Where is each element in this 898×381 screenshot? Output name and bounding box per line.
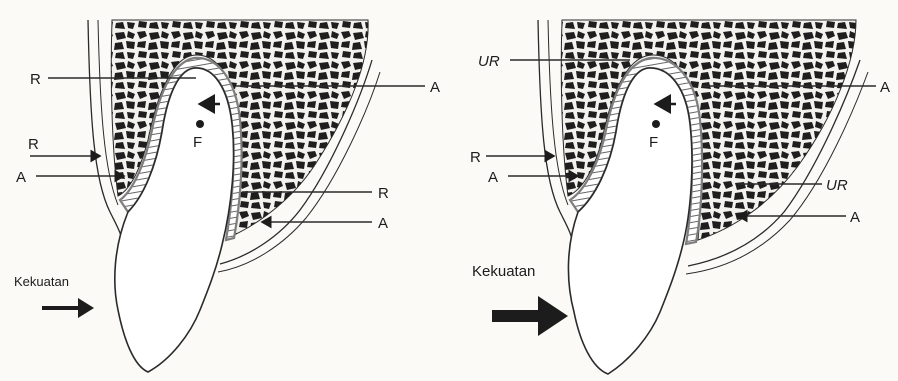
label-a-low: A <box>378 215 388 232</box>
label-f-left: F <box>193 134 202 151</box>
label-a-mid: A <box>16 169 26 186</box>
label-ur-low: UR <box>826 177 848 194</box>
force-label-left: Kekuatan <box>14 274 69 289</box>
label-a-mid: A <box>488 169 498 186</box>
force-arrow-right <box>492 296 568 336</box>
label-r-mid: R <box>28 136 39 153</box>
panel-left: F R A R A R A Kekuatan <box>14 20 440 372</box>
label-r-low: R <box>378 185 389 202</box>
label-a-top: A <box>880 79 890 96</box>
panel-right: F UR A R A UR A Kekuatan <box>470 20 890 374</box>
label-ur-top: UR <box>478 53 500 70</box>
fulcrum-dot-left <box>196 120 204 128</box>
label-a-top: A <box>430 79 440 96</box>
force-label-right: Kekuatan <box>472 263 535 280</box>
label-r-mid: R <box>470 149 481 166</box>
label-f-right: F <box>649 134 658 151</box>
force-arrow-left <box>42 298 94 318</box>
fulcrum-dot-right <box>652 120 660 128</box>
label-r-top: R <box>30 71 41 88</box>
label-a-low: A <box>850 209 860 226</box>
